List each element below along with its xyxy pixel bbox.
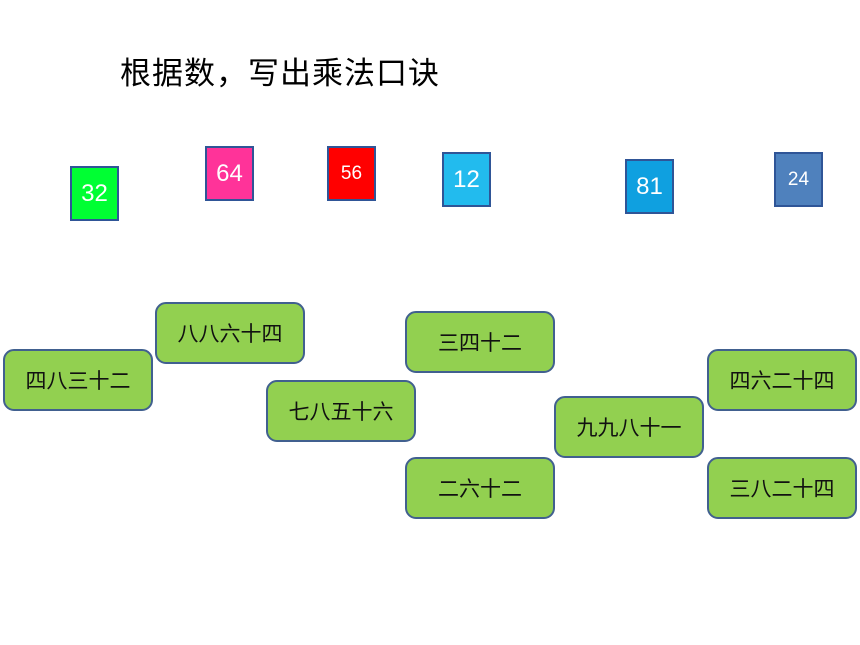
- number-tile-56[interactable]: 56: [327, 146, 376, 201]
- rhyme-card[interactable]: 四六二十四: [707, 349, 857, 411]
- rhyme-card[interactable]: 三八二十四: [707, 457, 857, 519]
- rhyme-card-label: 二六十二: [438, 477, 522, 501]
- rhyme-card-label: 八八六十四: [177, 322, 283, 346]
- rhyme-card[interactable]: 三四十二: [405, 311, 555, 373]
- rhyme-card-label: 三四十二: [438, 331, 522, 355]
- rhyme-card[interactable]: 四八三十二: [3, 349, 153, 411]
- number-tile-label: 64: [216, 159, 243, 187]
- rhyme-card[interactable]: 八八六十四: [155, 302, 305, 364]
- number-tile-81[interactable]: 81: [625, 159, 674, 214]
- number-tile-label: 81: [636, 172, 663, 200]
- number-tile-label: 12: [453, 165, 480, 193]
- number-tile-label: 32: [81, 179, 108, 207]
- number-tile-12[interactable]: 12: [442, 152, 491, 207]
- rhyme-card-label: 三八二十四: [729, 477, 835, 501]
- rhyme-card[interactable]: 九九八十一: [554, 396, 704, 458]
- page-title: 根据数，写出乘法口诀: [120, 56, 440, 92]
- rhyme-card-label: 四八三十二: [25, 369, 131, 393]
- number-tile-64[interactable]: 64: [205, 146, 254, 201]
- number-tile-32[interactable]: 32: [70, 166, 119, 221]
- number-tile-24[interactable]: 24: [774, 152, 823, 207]
- rhyme-card[interactable]: 二六十二: [405, 457, 555, 519]
- number-tile-label: 24: [787, 168, 810, 190]
- rhyme-card[interactable]: 七八五十六: [266, 380, 416, 442]
- rhyme-card-label: 四六二十四: [729, 369, 835, 393]
- number-tile-label: 56: [340, 162, 363, 184]
- rhyme-card-label: 七八五十六: [288, 400, 394, 424]
- rhyme-card-label: 九九八十一: [576, 416, 682, 440]
